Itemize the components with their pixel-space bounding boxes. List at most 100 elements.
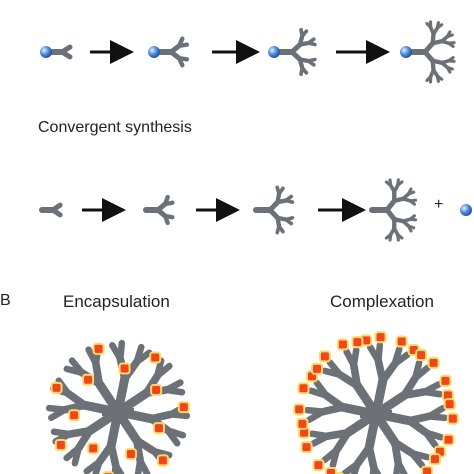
guest-molecule [156,454,169,467]
dendron-branch [63,444,83,462]
dendron-branch [326,359,344,379]
dendron-branch [445,33,454,39]
dendron-branch [50,428,73,438]
guest-molecule [428,453,441,466]
dendron-branch [421,388,444,398]
dendron-branch [83,458,103,474]
dendron-branch [167,411,191,420]
guest-molecule [439,374,452,387]
guest-molecule [427,356,440,369]
dendron-branch [64,389,89,410]
plus-sign: + [434,196,444,213]
dendron-branch [406,224,413,233]
dendron-branch [299,65,305,77]
guest-molecule [68,409,81,422]
guest-molecule [82,373,95,386]
dendron-branch [300,29,309,39]
convergent-synthesis-row [39,178,472,242]
encapsulation-label: Encapsulation [63,292,170,311]
dendron-branch [162,213,170,226]
dendron-branch [391,351,411,368]
guest-molecule [395,335,408,348]
guest-molecule [324,466,337,474]
dendron-branch [422,429,439,449]
dendron-branch [94,379,119,410]
guest-molecule [415,349,428,362]
dendron-branch [369,463,377,474]
guest-molecule [297,382,310,395]
dendron-branch [59,49,73,60]
dendron-branch [303,406,327,415]
dendron-branch [375,416,400,447]
guest-molecule [87,442,100,455]
dendron-branch [390,438,402,467]
dendron-branch [384,232,393,240]
panel-b-label: B [0,292,11,309]
dendron-branch [435,23,444,30]
guest-molecule [150,384,163,397]
dendrimer-core [114,400,122,424]
dendron-branch [323,428,352,440]
dendron-branch [45,404,69,413]
dendron-branch [400,388,429,400]
dendron-branch [405,416,430,437]
dendron-branch [408,217,418,222]
dendron-branch [435,74,440,83]
guest-molecule [336,338,349,351]
dendron-branch [153,362,173,380]
dendron-branch [425,74,433,83]
complexation-dendrimer [293,331,459,474]
dendron-branch [115,374,130,409]
dendron-branch [176,42,190,49]
dendron-branch [117,414,142,445]
guest-molecule [296,417,309,430]
dendron-branch [364,417,379,452]
dendron-branch [408,199,416,206]
dendron-branch [95,441,116,466]
dendron-branch [68,357,86,377]
dendron-branch [120,388,151,413]
dendron-branch [134,457,144,474]
core-ball-icon [268,46,280,58]
dendron-branch [396,180,404,188]
guest-molecule [318,350,331,363]
guest-molecule [312,459,325,472]
encapsulation-dendrimer [45,339,191,474]
dendron-branch [408,449,426,469]
dendron-branch [111,461,119,474]
divergent-synthesis-row [40,20,456,84]
guest-molecule [124,448,137,461]
dendron-branch [341,460,361,474]
dendron-branch [388,178,393,188]
guest-molecule [149,351,162,364]
dendron-branch [322,391,347,412]
dendron-branch [375,341,384,365]
core-ball-icon [40,46,52,58]
dendron-branch [163,386,186,396]
dendron-branch [350,346,360,369]
core-ball-icon [460,204,472,216]
dendron-branch [378,360,399,385]
guest-molecule [374,331,387,344]
dendron-branch [176,55,185,68]
dendron-branch [85,411,116,436]
dendron-branch [321,446,341,464]
guest-molecule [300,441,313,454]
dendron-branch [277,186,285,196]
guest-molecule [446,412,459,425]
dendron-branch [353,443,374,468]
guest-molecule [92,342,105,355]
dendron-branch [65,426,94,438]
dendron-branch [133,349,153,366]
guest-molecule [50,381,63,394]
convergent-synthesis-label: Convergent synthesis [38,119,192,136]
dendron-branch [164,427,181,447]
guest-molecule [177,401,190,414]
dendrimer-core [372,402,380,426]
dendron-branch [445,65,452,74]
guest-molecule [54,438,67,451]
dendron-branch [446,41,455,48]
dendron-branch [393,459,402,474]
dendron-branch [411,364,431,382]
